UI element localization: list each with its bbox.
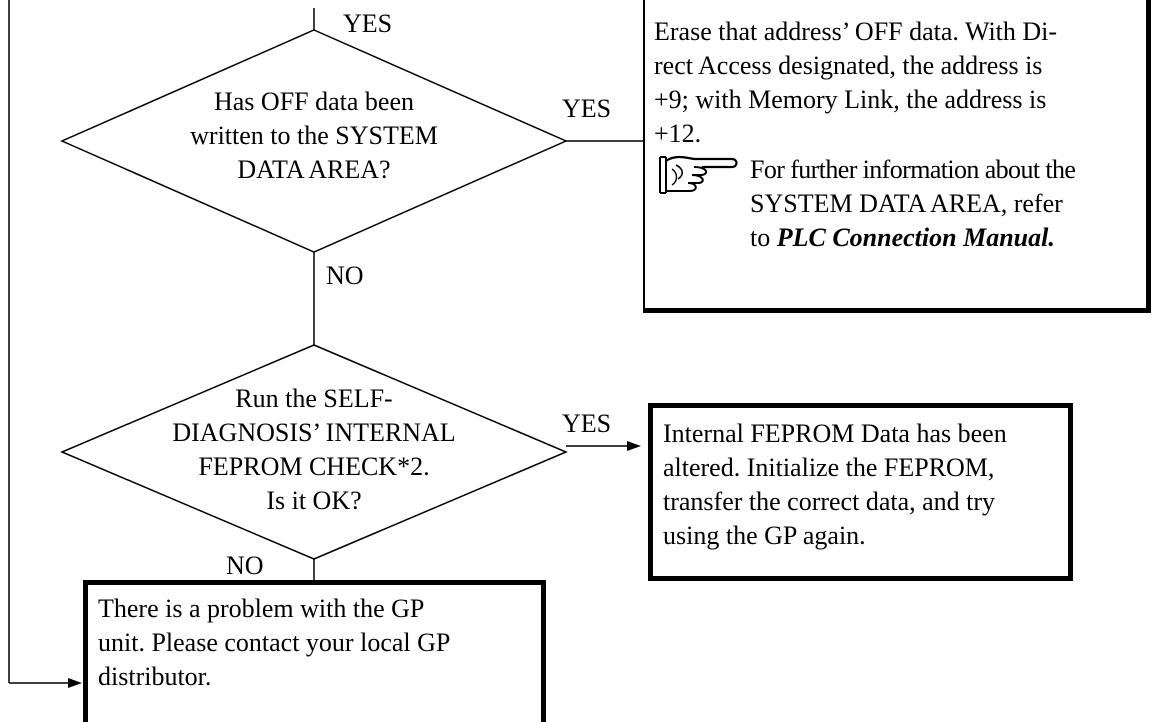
reference-note-line: to PLC Connection Manual. (750, 221, 1138, 255)
erase-box-line: +9; with Memory Link, the address is (654, 85, 1047, 114)
feprom-box-line: transfer the correct data, and try (663, 487, 996, 516)
erase-box-line: +12. (654, 119, 702, 148)
erase-box-line: rect Access designated, the address is (654, 51, 1043, 80)
no-label-decision2: NO (226, 551, 264, 580)
no-label-decision1: NO (326, 261, 364, 290)
decision1-text: Has OFF data been written to the SYSTEM … (164, 85, 464, 187)
feprom-box-line: using the GP again. (663, 521, 866, 550)
left-return-arrowhead (68, 678, 82, 688)
gp-problem-box: There is a problem with the GP unit. Ple… (83, 580, 546, 722)
yes-label-decision2: YES (562, 409, 612, 438)
decision2-line: DIAGNOSIS’ INTERNAL (172, 418, 456, 447)
erase-off-data-box: Erase that address’ OFF data. With Di- r… (643, 0, 1151, 313)
decision2-text: Run the SELF- DIAGNOSIS’ INTERNAL FEPROM… (164, 382, 464, 518)
decision2-line: Run the SELF- (235, 384, 393, 413)
decision1-line: written to the SYSTEM (190, 121, 438, 150)
decision1-line: DATA AREA? (237, 155, 391, 184)
problem-box-line: distributor. (98, 662, 212, 691)
manual-title: PLC Connection Manual. (776, 223, 1055, 252)
reference-note-line: For further information about the (750, 155, 1076, 184)
decision1-line: Has OFF data been (213, 87, 414, 116)
problem-box-line: There is a problem with the GP (98, 594, 425, 623)
decision2-line: Is it OK? (266, 486, 362, 515)
erase-box-line: Erase that address’ OFF data. With Di- (654, 17, 1058, 46)
feprom-box-line: Internal FEPROM Data has been (663, 419, 1007, 448)
feprom-altered-box: Internal FEPROM Data has been altered. I… (648, 403, 1073, 581)
problem-box-line: unit. Please contact your local GP (98, 628, 451, 657)
reference-note-line: SYSTEM DATA AREA, refer (750, 189, 1063, 218)
reference-prefix: to (750, 223, 777, 252)
decision2-line: FEPROM CHECK*2. (198, 452, 430, 481)
yes-label-top: YES (343, 9, 393, 38)
yes-label-decision1: YES (562, 94, 612, 123)
feprom-box-line: altered. Initialize the FEPROM, (663, 453, 995, 482)
reference-note: For further information about the SYSTEM… (654, 153, 1138, 255)
decision2-yes-arrowhead (627, 441, 641, 451)
pointing-hand-icon (659, 155, 738, 194)
